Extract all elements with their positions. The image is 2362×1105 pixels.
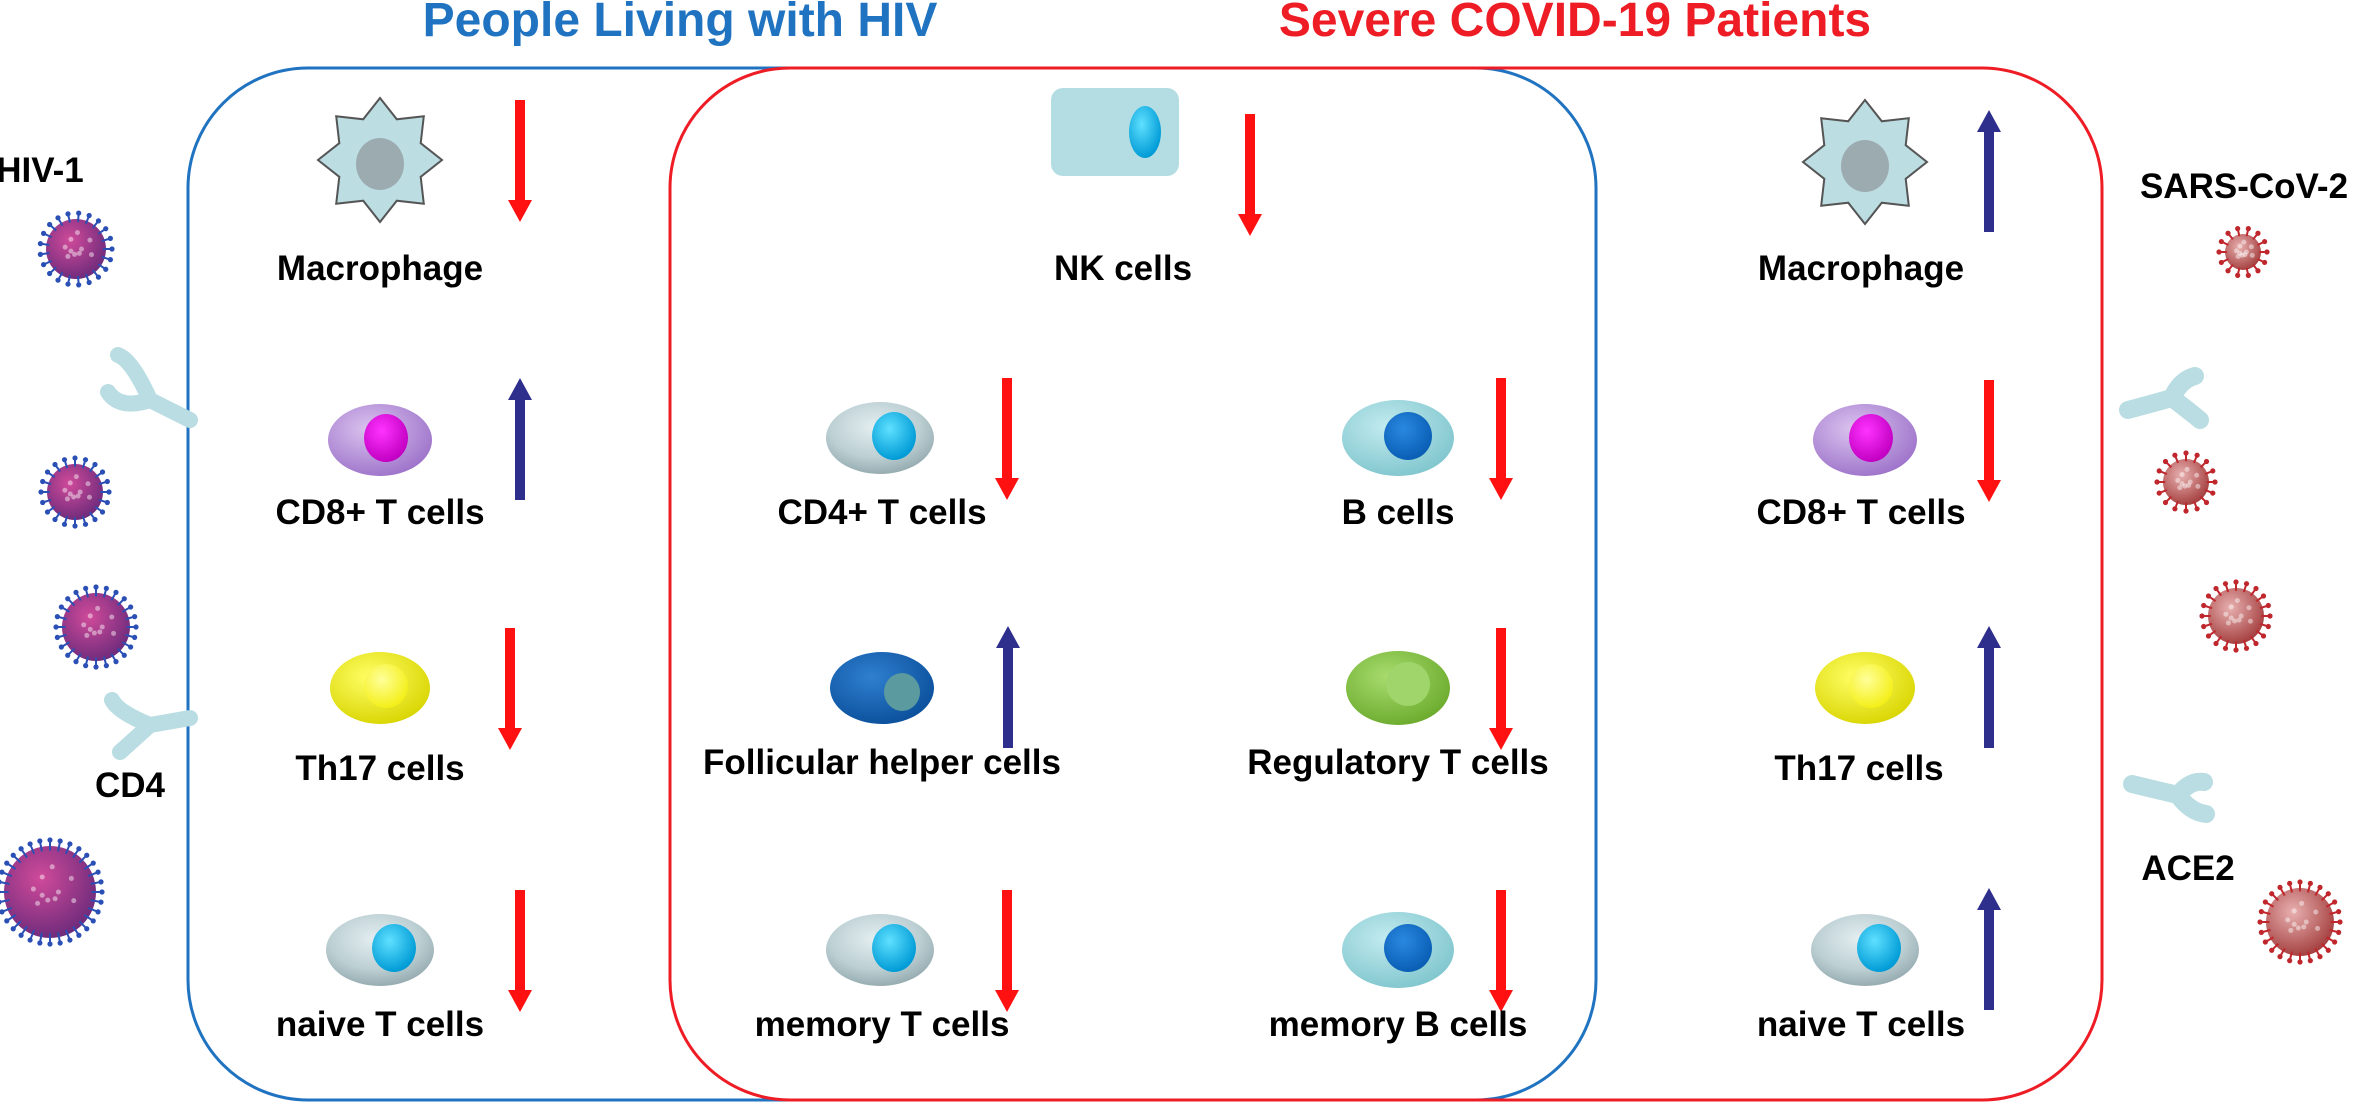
cell-label: naive T cells [1757,1005,1965,1044]
ace2-receptor-icon [2119,367,2209,429]
cd4-receptor-icon [104,692,198,760]
cell-entry-hiv-naive: naive T cells [276,890,532,1044]
covid-group-boundary [668,66,2104,1102]
sars-virus-icon [2154,450,2218,514]
sars-virus-icon [2257,879,2343,965]
cell-entry-covid-macrophage: Macrophage [1758,98,2001,288]
cell-label: Th17 cells [295,749,464,788]
sars-virus-group: SARS-CoV-2 ACE2 [2119,167,2348,965]
cell-entry-hiv-cd8: CD8+ T cells [275,378,532,532]
hiv-virus-label: HIV-1 [0,151,84,190]
ace2-receptor-icon [2123,772,2215,823]
trend-arrow-icon [508,378,532,500]
trend-arrow-icon [1977,888,2001,1010]
cell-entry-hiv-macrophage: Macrophage [277,96,532,288]
hiv-virus-icon [37,210,115,288]
th17-cell-icon [330,652,430,724]
cd4-receptor-label: CD4 [95,766,166,805]
cell-label: memory B cells [1269,1005,1528,1044]
sars-virus-icon [2199,579,2273,653]
cell-entry-shared-nk: NK cells [1051,88,1262,288]
trend-arrow-icon [1238,114,1262,236]
cell-entry-hiv-th17: Th17 cells [295,628,522,788]
b-cell-icon [1342,400,1454,476]
trend-arrow-icon [1489,890,1513,1012]
cell-entry-shared-b: B cells [1342,378,1513,532]
cell-entry-shared-treg: Regulatory T cells [1247,628,1549,782]
cell-entry-covid-th17: Th17 cells [1774,626,2001,788]
trend-arrow-icon [1977,380,2001,502]
nk-cell-icon [1051,88,1179,176]
macrophage-icon [1801,98,1929,226]
cell-label: memory T cells [755,1005,1010,1044]
cell-label: Follicular helper cells [703,743,1061,782]
sars-virus-icon [2216,226,2270,278]
trend-arrow-icon [995,378,1019,500]
cell-entries: Macrophage CD8+ T cells Th17 cells naive… [275,88,2001,1044]
regulatory-t-cell-icon [1346,651,1450,725]
cd8-t-cell-icon [1813,404,1917,476]
cell-entry-shared-memb: memory B cells [1269,890,1528,1044]
cd4-t-cell-icon [826,402,934,474]
cd4-receptor-icon [100,347,198,428]
th17-cell-icon [1815,652,1915,724]
trend-arrow-icon [508,890,532,1012]
trend-arrow-icon [508,100,532,222]
trend-arrow-icon [1489,378,1513,500]
naive-t-cell-icon [1811,914,1919,986]
cell-label: Th17 cells [1774,749,1943,788]
cell-label: B cells [1342,493,1455,532]
trend-arrow-icon [498,628,522,750]
cell-label: naive T cells [276,1005,484,1044]
trend-arrow-icon [1489,628,1513,750]
cell-entry-shared-tfh: Follicular helper cells [703,626,1061,782]
cd8-t-cell-icon [328,404,432,476]
cell-label: CD4+ T cells [777,493,986,532]
memory-t-cell-icon [826,914,934,986]
memory-b-cell-icon [1342,912,1454,988]
trend-arrow-icon [1977,626,2001,748]
cell-label: CD8+ T cells [275,493,484,532]
cell-entry-shared-memt: memory T cells [755,890,1019,1044]
hiv-virus-icon [53,584,139,670]
cell-entry-covid-cd8: CD8+ T cells [1756,380,2001,532]
hiv-virus-icon [38,455,112,529]
trend-arrow-icon [995,890,1019,1012]
naive-t-cell-icon [326,914,434,986]
cell-label: CD8+ T cells [1756,493,1965,532]
cell-label: Regulatory T cells [1247,743,1548,782]
cell-label: Macrophage [1758,249,1964,288]
cell-label: NK cells [1054,249,1192,288]
follicular-helper-cell-icon [830,652,934,724]
hiv-group-title: People Living with HIV [423,0,938,47]
ace2-receptor-label: ACE2 [2141,849,2234,888]
sars-virus-label: SARS-CoV-2 [2140,167,2348,206]
trend-arrow-icon [1977,110,2001,232]
cell-label: Macrophage [277,249,483,288]
hiv-virus-group: HIV-1 CD4 [0,151,198,947]
macrophage-icon [316,96,444,224]
trend-arrow-icon [996,626,1020,748]
cell-entry-shared-cd4: CD4+ T cells [777,378,1019,532]
cell-entry-covid-naive: naive T cells [1757,888,2001,1044]
covid-group-title: Severe COVID-19 Patients [1279,0,1871,47]
hiv-virus-icon [0,837,105,947]
